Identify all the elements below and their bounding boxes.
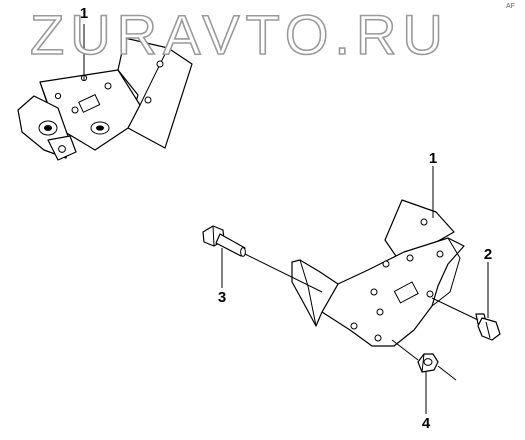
watermark-text: ZURAVTO.RU [30, 3, 449, 66]
assembly-lines [244, 253, 479, 381]
callout-1-upper: 1 [80, 5, 88, 22]
callout-3: 3 [218, 289, 226, 306]
callout-4: 4 [422, 415, 431, 432]
callout-1-lower: 1 [429, 150, 437, 167]
callout-leaders [83, 24, 489, 414]
corner-mark: AF [506, 3, 515, 10]
bracket-assembled [17, 37, 193, 161]
bolt-part-3 [202, 225, 246, 257]
bolt-part-2 [475, 313, 501, 341]
callout-2: 2 [484, 246, 492, 263]
nut-part-4 [417, 353, 439, 373]
bracket-exploded [291, 199, 465, 347]
